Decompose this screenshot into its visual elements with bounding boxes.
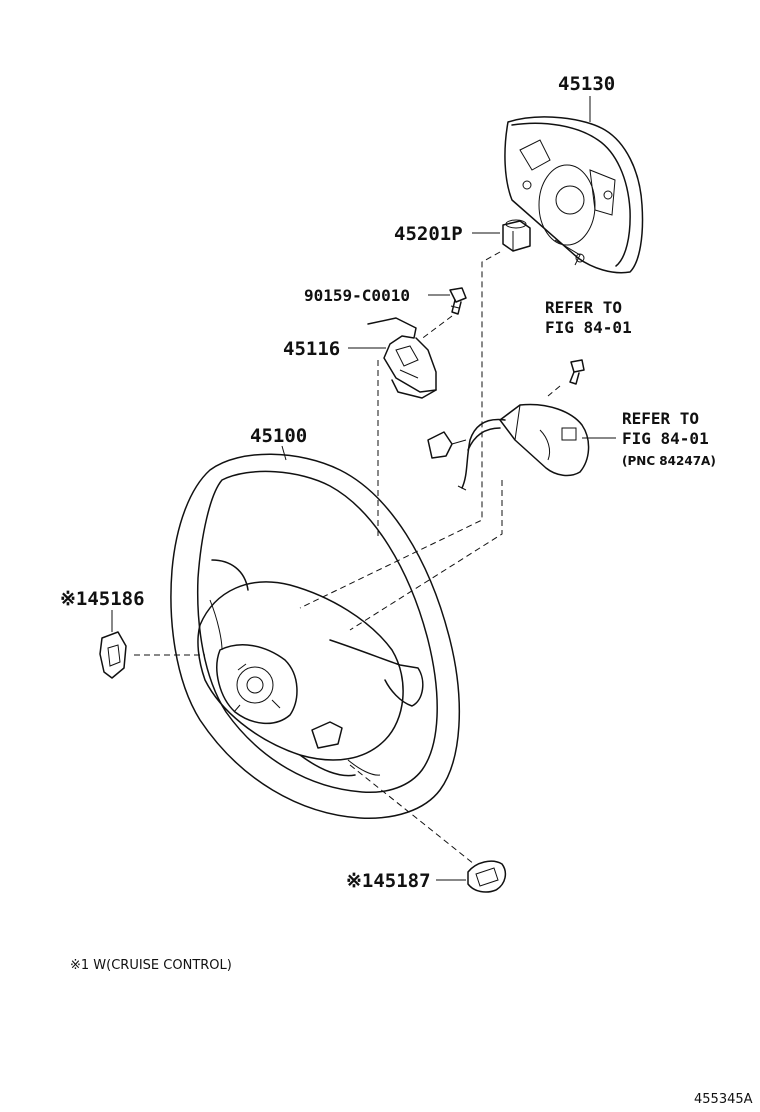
label-45100: 45100: [250, 425, 307, 447]
switch-cover-45186: [99, 631, 127, 679]
screw-90159-c0010: [449, 287, 467, 315]
assembly-dashed-lines: [134, 251, 561, 865]
label-45187: ※145187: [346, 870, 431, 892]
ref2-line1: REFER TO: [622, 409, 699, 428]
switch-cover-45187: [467, 860, 507, 893]
nut-45201p: [502, 219, 531, 252]
airbag-pad-45130: [504, 116, 644, 274]
steering-wheel-45100: [170, 453, 461, 819]
ref2-line3: (PNC 84247A): [622, 454, 716, 468]
bracket-45116: [367, 317, 437, 399]
label-45130: 45130: [558, 73, 615, 95]
figure-id: 455345A: [694, 1092, 753, 1107]
footnote: ※1 W(CRUISE CONTROL): [70, 958, 232, 973]
spiral-cable-assembly: [427, 359, 590, 491]
ref2-line2: FIG 84-01: [622, 429, 709, 448]
label-45186: ※145186: [60, 588, 145, 610]
leader-lines: [111, 96, 616, 881]
label-45116: 45116: [283, 338, 340, 360]
ref1-line1: REFER TO: [545, 298, 622, 317]
ref1-line2: FIG 84-01: [545, 318, 632, 337]
label-45201p: 45201P: [394, 223, 463, 245]
label-90159-c0010: 90159-C0010: [304, 286, 410, 305]
